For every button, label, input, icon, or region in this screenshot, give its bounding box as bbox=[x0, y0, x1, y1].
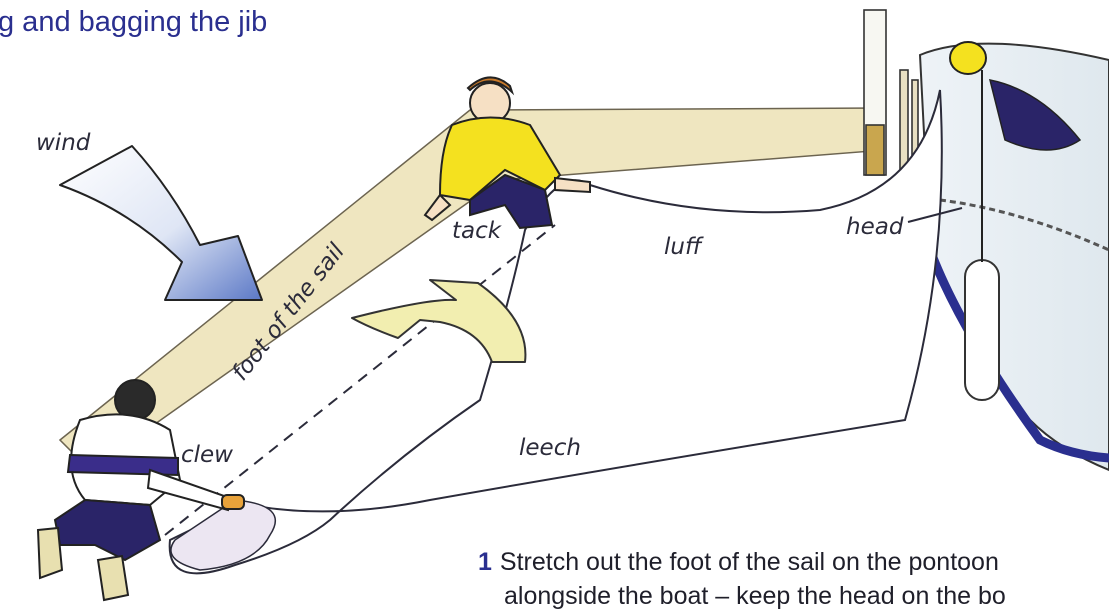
label-clew: clew bbox=[181, 442, 233, 468]
step-text-line1: Stretch out the foot of the sail on the … bbox=[500, 548, 999, 576]
label-wind: wind bbox=[36, 130, 91, 156]
label-luff: luff bbox=[664, 234, 704, 260]
label-head: head bbox=[846, 214, 904, 240]
label-leech: leech bbox=[519, 435, 581, 461]
sail-roll bbox=[171, 500, 275, 570]
wind-arrow bbox=[60, 146, 262, 300]
instruction-step-1: 1 Stretch out the foot of the sail on the… bbox=[478, 548, 999, 577]
label-tack: tack bbox=[452, 218, 503, 244]
boat-hull bbox=[920, 42, 1109, 470]
step-text-line2: alongside the boat – keep the head on th… bbox=[504, 582, 1006, 611]
step-number: 1 bbox=[478, 548, 492, 576]
fold-direction-arrow bbox=[352, 280, 525, 362]
mast bbox=[864, 10, 918, 175]
